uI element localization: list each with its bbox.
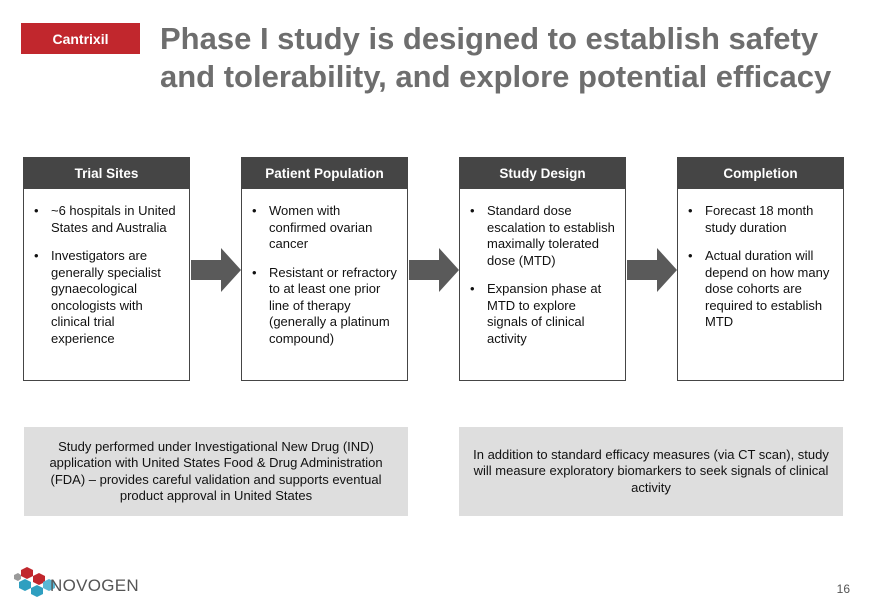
slide-title-line-1: Phase I study is designed to establish s… [160, 21, 819, 56]
completion-box: Completion Forecast 18 month study durat… [677, 157, 844, 381]
right-arrow-icon [191, 248, 241, 292]
novogen-logo-text: NOVOGEN [50, 576, 140, 595]
list-item: Expansion phase at MTD to explore signal… [470, 281, 615, 347]
list-item: ~6 hospitals in United States and Austra… [34, 203, 179, 236]
study-design-header: Study Design [460, 158, 625, 189]
trial-sites-list: ~6 hospitals in United States and Austra… [24, 189, 189, 347]
list-item: Actual duration will depend on how many … [688, 248, 833, 331]
right-arrow-icon [409, 248, 459, 292]
list-item: Women with confirmed ovarian cancer [252, 203, 397, 253]
list-item: Investigators are generally specialist g… [34, 248, 179, 347]
trial-sites-box: Trial Sites ~6 hospitals in United State… [23, 157, 190, 381]
study-design-list: Standard dose escalation to establish ma… [460, 189, 625, 347]
right-arrow-icon [627, 248, 677, 292]
ind-note: Study performed under Investigational Ne… [24, 427, 408, 516]
slide-title-line-2: and tolerability, and explore potential … [160, 59, 832, 94]
study-design-box: Study Design Standard dose escalation to… [459, 157, 626, 381]
product-tag: Cantrixil [21, 23, 140, 54]
novogen-logo-icon [14, 567, 55, 597]
list-item: Forecast 18 month study duration [688, 203, 833, 236]
patient-population-list: Women with confirmed ovarian cancer Resi… [242, 189, 407, 347]
slide-title: Phase I study is designed to establish s… [160, 20, 860, 96]
list-item: Standard dose escalation to establish ma… [470, 203, 615, 269]
completion-header: Completion [678, 158, 843, 189]
trial-sites-header: Trial Sites [24, 158, 189, 189]
biomarker-note: In addition to standard efficacy measure… [459, 427, 843, 516]
patient-population-box: Patient Population Women with confirmed … [241, 157, 408, 381]
completion-list: Forecast 18 month study duration Actual … [678, 189, 843, 331]
list-item: Resistant or refractory to at least one … [252, 265, 397, 348]
page-number: 16 [836, 582, 850, 596]
patient-population-header: Patient Population [242, 158, 407, 189]
